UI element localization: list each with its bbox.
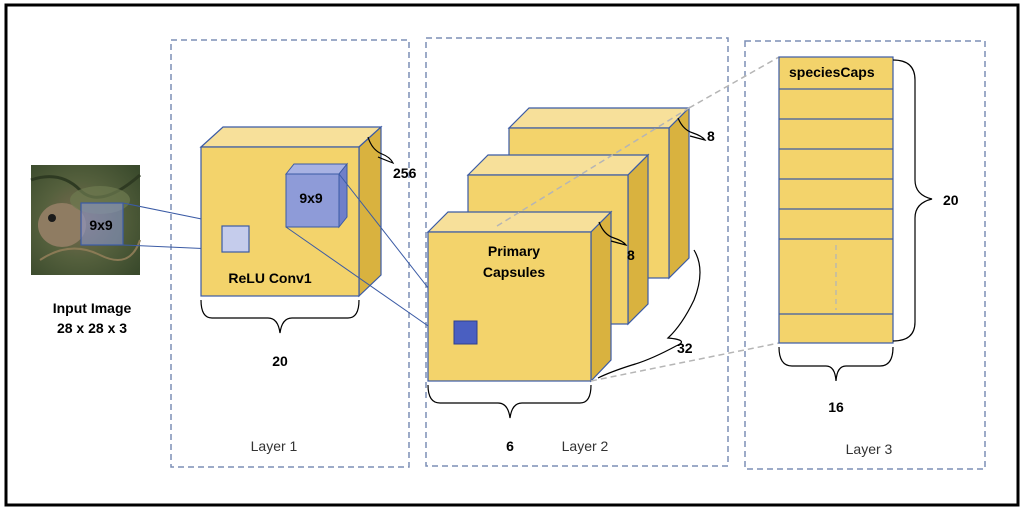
back-depth-brace (677, 117, 707, 141)
caps-width-brace (427, 384, 592, 419)
primary-caps-label-line2: Capsules (483, 264, 545, 280)
species-width-label: 16 (828, 399, 844, 415)
primary-capsules-front-block (426, 210, 613, 383)
back-depth-label: 8 (707, 128, 715, 144)
stack-label: 32 (677, 340, 693, 356)
projection-line-top-inner (496, 107, 690, 227)
layer1-title: Layer 1 (251, 438, 298, 454)
conv1-width-brace (200, 299, 360, 334)
conv1-width-label: 20 (272, 353, 288, 369)
projection-line-top (688, 56, 780, 109)
caps-width-label: 6 (506, 438, 514, 454)
species-height-brace (892, 59, 933, 342)
species-caps-header: speciesCaps (789, 64, 875, 80)
input-image-title: Input Image (53, 300, 132, 316)
layer2-title: Layer 2 (562, 438, 609, 454)
conv1-depth-label: 256 (393, 165, 417, 181)
layer3-title: Layer 3 (846, 441, 893, 457)
conv1-receptive-square (221, 225, 250, 253)
projection-line-bottom (590, 342, 780, 382)
conv1-kernel-cube (284, 162, 349, 229)
species-caps-column (778, 56, 894, 344)
input-image-dims: 28 x 28 x 3 (57, 320, 127, 336)
layer1-box (170, 39, 410, 468)
mid-depth-brace (598, 221, 628, 246)
stack-brace (597, 249, 701, 379)
capsule-unit-square (453, 320, 478, 345)
kernel-to-caps-line-bottom (285, 226, 455, 345)
primary-caps-label-line1: Primary (488, 243, 540, 259)
layer2-box (425, 37, 729, 467)
conv1-kernel-label: 9x9 (299, 190, 323, 206)
species-width-brace (778, 346, 894, 382)
outer-frame (4, 3, 1020, 507)
conv1-depth-brace (367, 136, 395, 165)
layer3-box (744, 40, 986, 470)
input-image (30, 165, 141, 275)
mid-depth-label: 8 (627, 247, 635, 263)
input-patch (80, 202, 124, 246)
conv1-block-label: ReLU Conv1 (228, 270, 311, 286)
input-patch-label: 9x9 (89, 217, 113, 233)
species-height-label: 20 (943, 192, 959, 208)
